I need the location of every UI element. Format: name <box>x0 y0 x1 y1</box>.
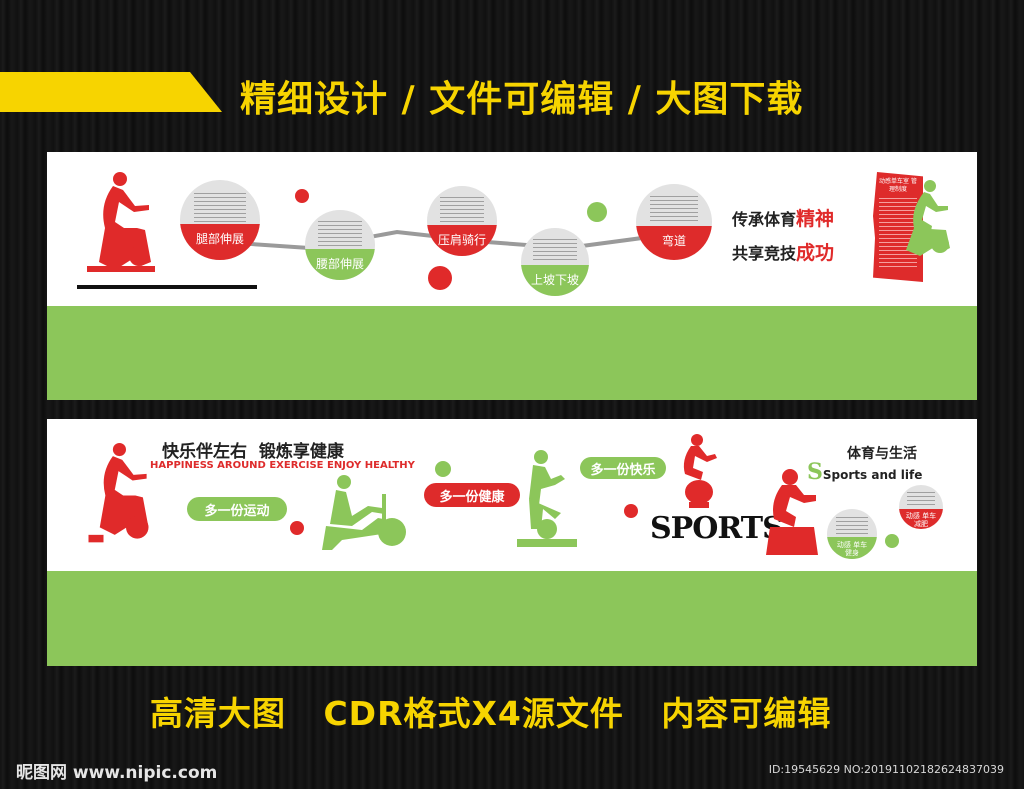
rules-sign-board: 动感单车室 管理制度 <box>873 172 923 282</box>
info-circle: 弯道 <box>636 184 712 260</box>
green-rider-silhouette <box>322 475 406 550</box>
green-band <box>47 571 977 666</box>
life-circle: 动感 单车减肥 <box>899 485 943 529</box>
decor-dot <box>428 266 452 290</box>
red-cyclist-silhouette <box>88 442 149 543</box>
footer-title: 高清大图 CDR格式X4源文件 内容可编辑 <box>150 694 832 733</box>
life-circle-label: 动感 单车健身 <box>827 536 877 559</box>
text-placeholder <box>533 238 577 264</box>
floor-line <box>77 285 257 289</box>
site-logo: 昵图网 www.nipic.com <box>16 763 218 783</box>
text-placeholder <box>836 517 868 535</box>
decor-dot <box>587 202 607 222</box>
circle-label: 腿部伸展 <box>180 224 260 260</box>
info-circle: 腿部伸展 <box>180 180 260 260</box>
text-placeholder <box>649 196 699 224</box>
motto-pill: 多一份运动 <box>187 497 287 521</box>
circle-label: 上坡下坡 <box>521 265 589 296</box>
life-title: 体育与生活 <box>847 446 917 462</box>
decor-dot <box>295 189 309 203</box>
header-title: 精细设计 / 文件可编辑 / 大图下载 <box>240 79 804 120</box>
text-placeholder <box>879 198 917 270</box>
red-cyclist-large-silhouette <box>766 469 818 555</box>
text-placeholder <box>317 221 363 247</box>
life-circle: 动感 单车健身 <box>827 509 877 559</box>
slogan-text: 传承体育 <box>732 210 797 229</box>
slogan-line-1: 传承体育精神 <box>732 204 834 231</box>
circle-label: 弯道 <box>636 225 712 260</box>
slogan-text: 共享竞技 <box>732 244 797 263</box>
decor-dot <box>885 534 899 548</box>
life-subtitle-row: SSports and life <box>807 459 922 485</box>
header-accent-bar <box>0 72 222 112</box>
sign-board-title: 动感单车室 管理制度 <box>879 178 917 193</box>
info-circle: 上坡下坡 <box>521 228 589 296</box>
wall-panel-bottom: 快乐伴左右 锻炼享健康 HAPPINESS AROUND EXERCISE EN… <box>47 419 977 666</box>
decor-dot <box>435 461 451 477</box>
sports-wordmark: SPORTS <box>650 511 784 546</box>
text-placeholder <box>439 197 485 223</box>
life-circle-label: 动感 单车减肥 <box>899 509 943 529</box>
green-standing-rider-silhouette <box>517 450 577 547</box>
life-initial: S <box>807 459 823 485</box>
text-placeholder <box>906 492 936 508</box>
decor-dot <box>624 504 638 518</box>
slogan-highlight: 成功 <box>796 242 835 264</box>
motto-pill: 多一份快乐 <box>580 457 666 479</box>
slogan-highlight: 精神 <box>796 208 835 230</box>
circle-label: 腰部伸展 <box>305 248 375 280</box>
decor-dot <box>290 521 304 535</box>
green-band <box>47 306 977 400</box>
life-subtitle: Sports and life <box>822 468 923 482</box>
info-circle: 压肩骑行 <box>427 186 497 256</box>
text-placeholder <box>194 192 246 222</box>
info-circle: 腰部伸展 <box>305 210 375 280</box>
red-cyclist-small-silhouette <box>683 434 717 508</box>
slogan-chinese: 快乐伴左右 锻炼享健康 <box>162 442 344 462</box>
slogan-line-2: 共享竞技成功 <box>732 238 834 265</box>
green-cyclist-silhouette <box>906 180 950 256</box>
motto-pill: 多一份健康 <box>424 483 520 507</box>
circle-label: 压肩骑行 <box>427 224 497 256</box>
image-id: ID:19545629 NO:20191102182624837039 <box>768 763 1004 776</box>
red-cyclist-silhouette <box>87 172 155 272</box>
slogan-english: HAPPINESS AROUND EXERCISE ENJOY HEALTHY <box>150 460 415 471</box>
wall-panel-top: 腿部伸展 腰部伸展 压肩骑行 上坡下坡 弯道 传承体育精神 共享竞技成功 动感单… <box>47 152 977 400</box>
